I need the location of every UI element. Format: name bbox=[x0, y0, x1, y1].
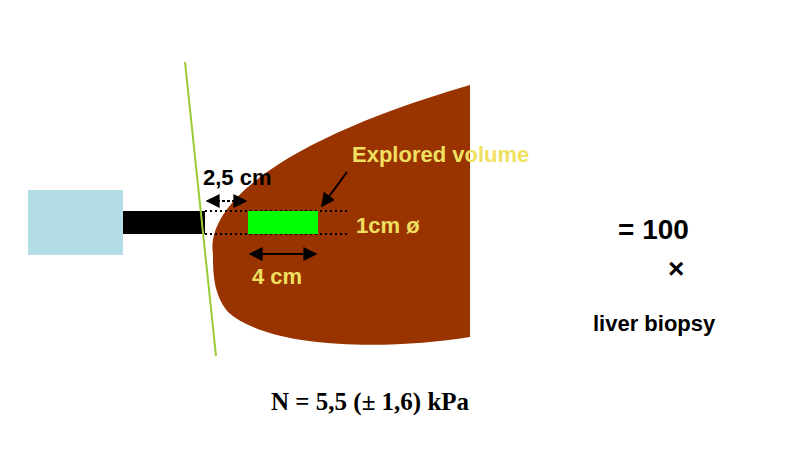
callout-label: Explored volume bbox=[352, 143, 529, 167]
length-arrow bbox=[250, 253, 316, 255]
leader-arrow bbox=[322, 172, 347, 206]
multiply-sign: × bbox=[668, 254, 684, 285]
caption: N = 5,5 (± 1,6) kPa bbox=[271, 388, 469, 416]
skin-line bbox=[185, 62, 216, 356]
comparison-label: = 100 bbox=[618, 215, 689, 246]
liver bbox=[212, 85, 470, 345]
dimension-label: 4 cm bbox=[252, 265, 302, 289]
comparison-label: liver biopsy bbox=[593, 312, 715, 336]
dimension-label: 2,5 cm bbox=[203, 166, 272, 190]
depth-arrow bbox=[207, 200, 246, 202]
dimension-label: 1cm ø bbox=[356, 214, 420, 238]
probe-shaft bbox=[123, 211, 205, 234]
explored-volume bbox=[248, 211, 318, 234]
probe-body bbox=[28, 190, 123, 255]
